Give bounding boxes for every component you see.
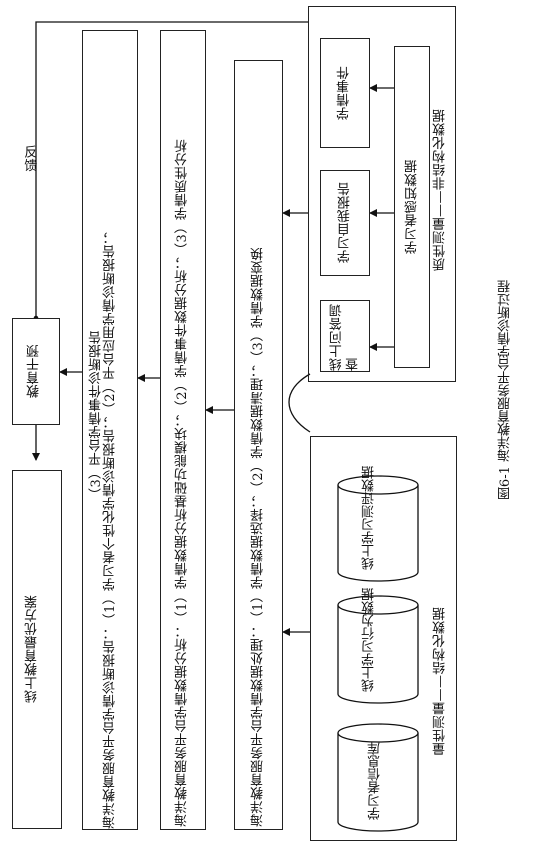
assessment-data-label: 线上学习测评数据 [362, 466, 377, 570]
analysis-box: 海洋教育服务平台学情数据分析：（1）学情数据分析基础功能模块；（2）学情事件数据… [160, 30, 206, 830]
survey-label: 线上问答调查 [329, 303, 361, 372]
survey-box: 线上问答调查 [320, 300, 370, 372]
feedback-line [35, 21, 308, 318]
event-label: 学情事件 [337, 66, 352, 120]
reports-box: 海洋教育服务平台学情诊断报告：（1）学习者个性化学情诊断报告；（2）平台应用学情… [82, 30, 138, 830]
intervention-box: 教育干预 [12, 318, 60, 425]
unstructured-group-title: 质性测量——非结构化数据 [433, 109, 448, 271]
structured-group: 量性测量——结构化数据 [310, 436, 457, 841]
processing-label: 海洋教育服务平台学情数据处理：（1）学情数据选择；（2）学情数据清理；（3）学情… [251, 247, 266, 827]
sensor-data-box: 学习者感知数据 [394, 46, 430, 368]
unstructured-group: 质性测量——非结构化数据 [308, 6, 456, 382]
intervention-label: 教育干预 [27, 344, 42, 399]
final-plan-label: 线上教育最优方案 [25, 595, 40, 704]
group-join-arc [288, 373, 311, 433]
feedback-label: 反馈 [21, 145, 37, 172]
reports-line-2: （3）平台学情事件诊断报告 [89, 330, 104, 501]
sensor-data-label: 学习者感知数据 [405, 159, 420, 255]
behavior-data-label: 线上学习行为数据 [362, 588, 377, 692]
self-report-box: 学习自我报告 [320, 170, 370, 276]
figure-caption: 图6-1 海洋教育服务平台学情诊断过程 [498, 280, 513, 501]
processing-box: 海洋教育服务平台学情数据处理：（1）学情数据选择；（2）学情数据清理；（3）学情… [234, 60, 283, 830]
final-plan-box: 线上教育最优方案 [12, 470, 62, 829]
cylinder-behavior-data [337, 595, 419, 704]
reports-line-1: 海洋教育服务平台学情诊断报告：（1）学习者个性化学情诊断报告；（2）平台应用学情… [103, 230, 118, 829]
learner-info-label: 学习者信息库 [368, 742, 383, 820]
cylinder-learner-info [337, 723, 419, 832]
event-box: 学情事件 [320, 38, 370, 148]
cylinder-assessment-data [337, 475, 419, 582]
structured-group-title: 量性测量——结构化数据 [433, 607, 448, 756]
analysis-label: 海洋教育服务平台学情数据分析：（1）学情数据分析基础功能模块；（2）学情事件数据… [175, 139, 190, 827]
self-report-label: 学习自我报告 [337, 182, 353, 264]
